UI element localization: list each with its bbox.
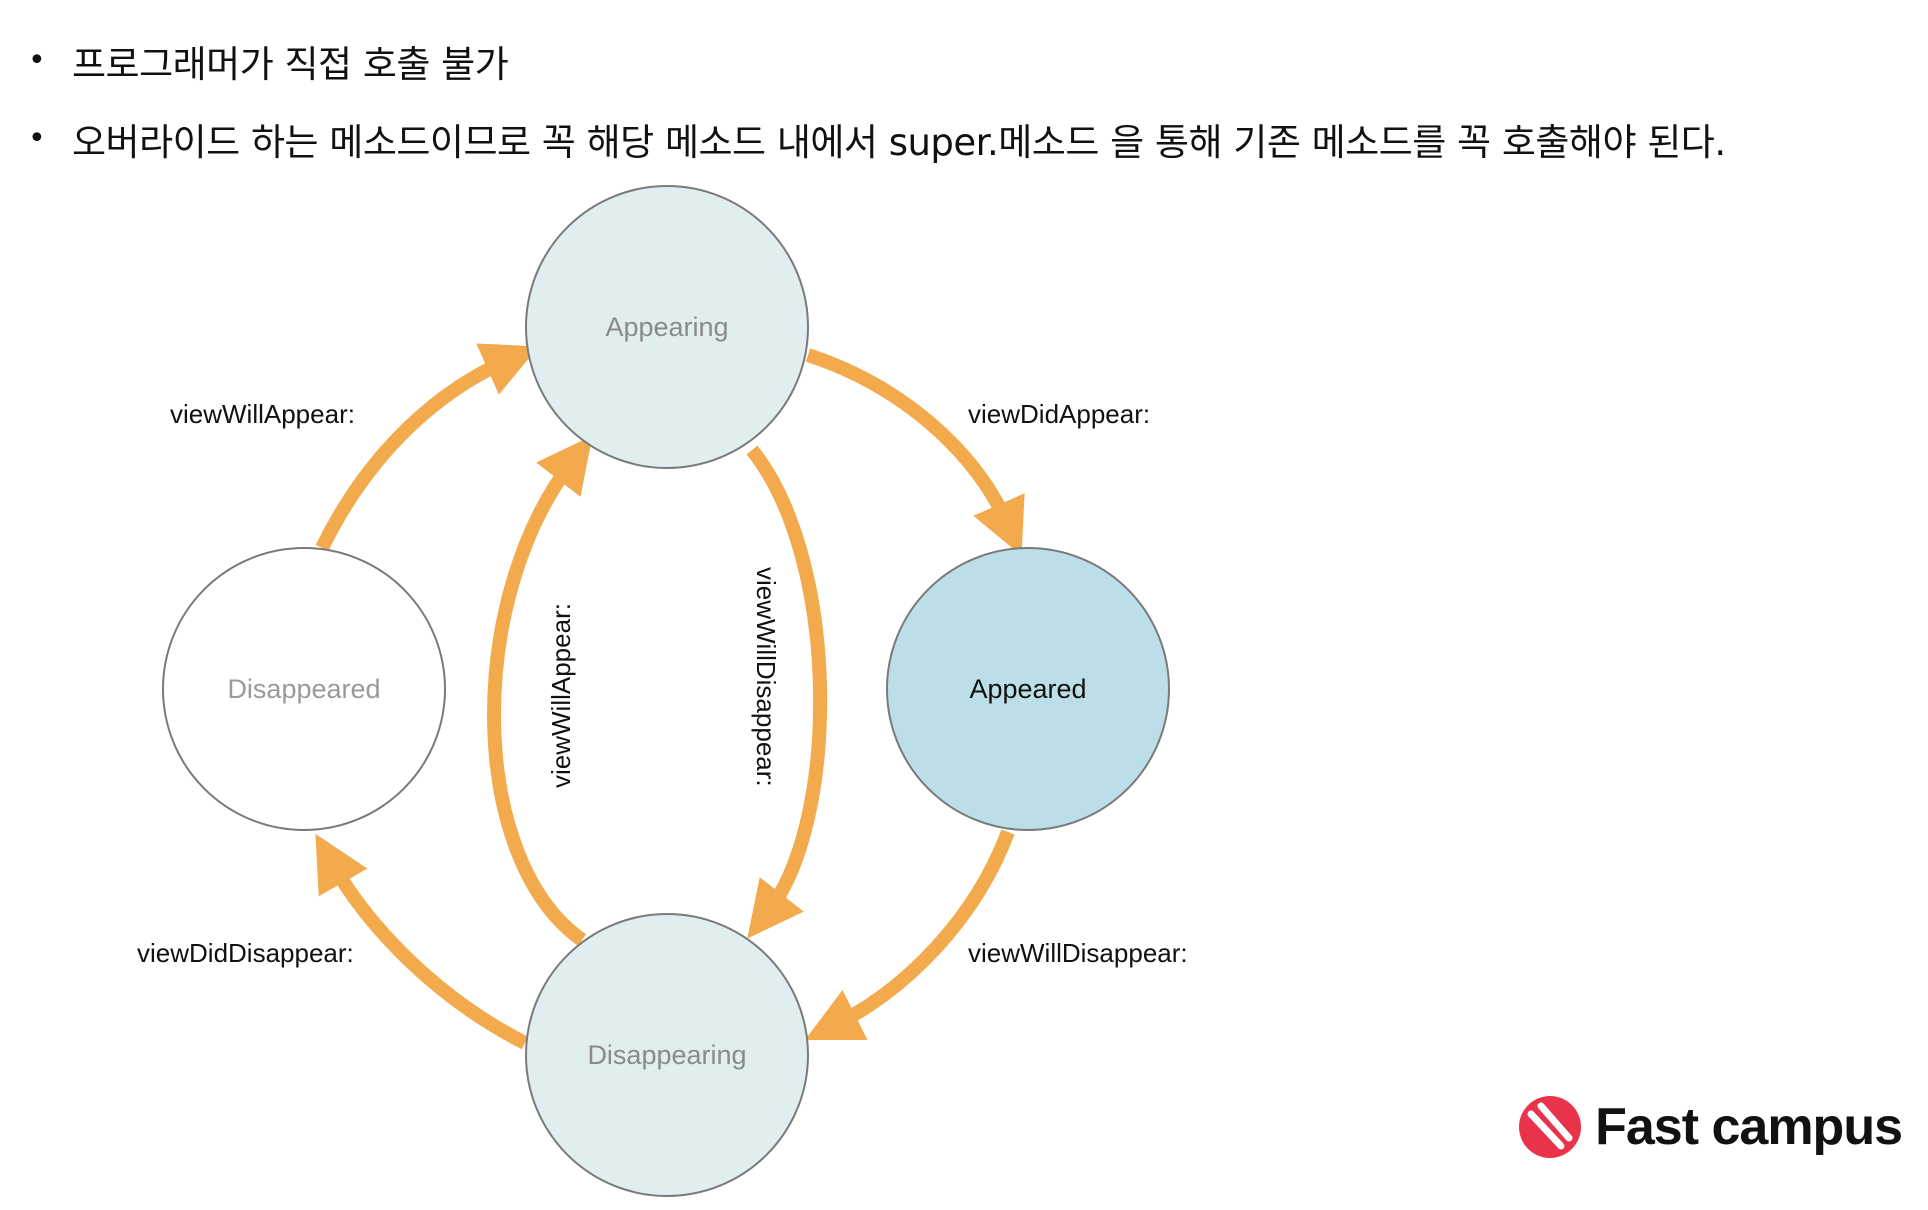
bullet-text: 프로그래머가 직접 호출 불가 <box>72 43 509 86</box>
bullet-list: • 프로그래머가 직접 호출 불가 • 오버라이드 하는 메소드이므로 꼭 해당… <box>28 22 1908 178</box>
bullet-text: 오버라이드 하는 메소드이므로 꼭 해당 메소드 내에서 super.메소드 을… <box>72 121 1726 164</box>
edge-label-view-will-disappear-vertical: viewWillDisappear: <box>751 567 781 787</box>
fastcampus-logo: Fast campus <box>1517 1094 1903 1160</box>
arrow-appearing-to-disappearing <box>746 445 828 939</box>
node-appeared: Appeared <box>886 547 1170 831</box>
fastcampus-logo-icon <box>1519 1096 1582 1158</box>
arrow-disappearing-to-appearing <box>487 435 593 946</box>
arrow-appearing-to-appeared <box>805 348 1025 556</box>
edge-label-view-will-disappear: viewWillDisappear: <box>968 938 1188 968</box>
bullet-item: • 프로그래머가 직접 호출 불가 <box>28 22 1908 100</box>
node-label-appeared: Appeared <box>969 674 1086 704</box>
arrow-disappeared-to-appearing <box>315 343 539 552</box>
logo-text: Fast campus <box>1595 1098 1903 1156</box>
bullet-dot: • <box>28 121 46 156</box>
node-label-appearing: Appearing <box>605 312 728 342</box>
node-label-disappeared: Disappeared <box>227 674 380 704</box>
edge-label-view-did-appear: viewDidAppear: <box>968 399 1150 429</box>
bullet-dot: • <box>28 43 46 78</box>
edge-label-view-will-appear-vertical: viewWillAppear: <box>546 603 576 788</box>
node-disappeared: Disappeared <box>162 547 446 831</box>
node-label-disappearing: Disappearing <box>587 1040 746 1070</box>
arrow-disappearing-to-disappeared <box>315 833 529 1050</box>
arrow-appeared-to-disappearing <box>804 829 1015 1041</box>
edge-label-view-did-disappear: viewDidDisappear: <box>137 938 354 968</box>
node-disappearing: Disappearing <box>525 913 809 1197</box>
bullet-item: • 오버라이드 하는 메소드이므로 꼭 해당 메소드 내에서 super.메소드… <box>28 100 1908 178</box>
node-appearing: Appearing <box>525 185 809 469</box>
edge-label-view-will-appear: viewWillAppear: <box>170 399 355 429</box>
